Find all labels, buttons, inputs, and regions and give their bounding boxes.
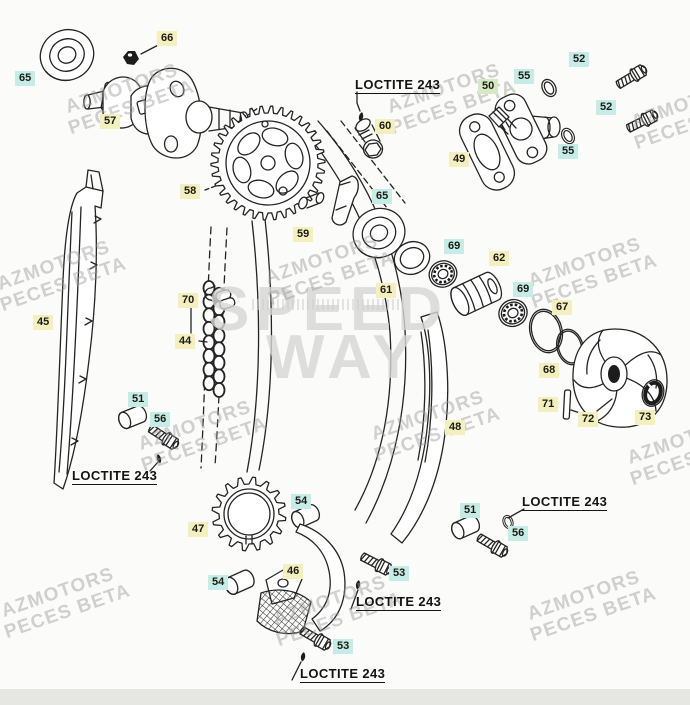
part-73-seal [641, 379, 665, 407]
part-46-cover [256, 523, 346, 635]
part-label-51-25[interactable]: 51 [128, 392, 149, 407]
part-label-68-18[interactable]: 68 [539, 363, 560, 378]
part-label-69-16[interactable]: 69 [513, 282, 534, 297]
part-60-bolt [354, 91, 384, 159]
part-label-51-32[interactable]: 51 [460, 503, 481, 518]
part-label-58-3[interactable]: 58 [180, 184, 201, 199]
part-49-gasket [458, 113, 516, 191]
part-label-53-35[interactable]: 53 [333, 639, 354, 654]
part-45-chain-guide [53, 169, 104, 490]
leader-loctite-2 [149, 461, 159, 472]
part-52-bolt-2 [623, 107, 661, 136]
part-label-73-21[interactable]: 73 [635, 410, 656, 425]
part-label-61-15[interactable]: 61 [376, 283, 397, 298]
part-label-52-9[interactable]: 52 [569, 52, 590, 67]
part-67-oring [528, 308, 564, 354]
part-label-65-0[interactable]: 65 [15, 71, 36, 86]
part-48-chain-guide [390, 311, 449, 544]
part-label-62-14[interactable]: 62 [489, 251, 510, 266]
leader-loctite-5 [291, 661, 302, 681]
part-71-pin [562, 389, 572, 420]
part-label-56-26[interactable]: 56 [150, 412, 171, 427]
part-label-48-31[interactable]: 48 [445, 420, 466, 435]
part-label-45-22[interactable]: 45 [33, 315, 54, 330]
part-label-47-27[interactable]: 47 [188, 522, 209, 537]
part-label-49-6[interactable]: 49 [449, 152, 470, 167]
loctite-note-1: LOCTITE 243 [355, 77, 441, 94]
part-56-bolt-right [474, 530, 511, 561]
part-label-71-19[interactable]: 71 [538, 397, 559, 412]
part-47-crank-sprocket [211, 476, 287, 552]
leader-loctite-4 [350, 589, 359, 610]
part-label-56-33[interactable]: 56 [508, 526, 529, 541]
part-label-55-8[interactable]: 55 [514, 69, 535, 84]
loctite-note-2: LOCTITE 243 [72, 468, 158, 485]
part-label-69-13[interactable]: 69 [444, 239, 465, 254]
part-52-bolt-1 [613, 61, 650, 93]
loctite-note-5: LOCTITE 243 [300, 666, 386, 683]
part-58-cam-sprocket [210, 105, 326, 221]
part-label-52-10[interactable]: 52 [596, 100, 617, 115]
part-label-57-2[interactable]: 57 [100, 114, 121, 129]
loctite-note-4: LOCTITE 243 [356, 594, 442, 611]
loctite-drop-2 [355, 579, 361, 590]
part-label-65-12[interactable]: 65 [372, 189, 393, 204]
loctite-drop-1 [155, 453, 163, 464]
part-label-44-24[interactable]: 44 [175, 334, 196, 349]
footer-strip [0, 689, 690, 705]
loctite-drop-3 [300, 651, 306, 662]
part-label-60-5[interactable]: 60 [375, 119, 396, 134]
part-70-master-link [190, 285, 236, 343]
part-69-bearing-2 [493, 293, 533, 333]
part-label-54-28[interactable]: 54 [291, 494, 312, 509]
loctite-note-3: LOCTITE 243 [522, 494, 608, 511]
part-label-70-23[interactable]: 70 [178, 293, 199, 308]
part-label-67-17[interactable]: 67 [552, 300, 573, 315]
leader-loctite-3 [507, 508, 525, 519]
part-label-72-20[interactable]: 72 [578, 412, 599, 427]
part-label-53-34[interactable]: 53 [389, 566, 410, 581]
part-51-spacer-left [115, 403, 150, 431]
part-44-chain [202, 280, 226, 398]
part-label-50-7[interactable]: 50 [478, 79, 499, 94]
part-59-bracket [298, 175, 359, 226]
part-65-bearing-top [31, 20, 103, 90]
part-61-seal [393, 240, 431, 276]
part-50-tensioner [488, 93, 561, 165]
part-label-55-11[interactable]: 55 [558, 144, 579, 159]
part-62-roller [450, 271, 503, 317]
part-label-59-4[interactable]: 59 [293, 227, 314, 242]
part-label-54-30[interactable]: 54 [208, 575, 229, 590]
halftone-strip [252, 299, 407, 310]
part-label-46-29[interactable]: 46 [283, 564, 304, 579]
part-55-oring-1 [538, 76, 560, 100]
part-label-66-1[interactable]: 66 [157, 31, 178, 46]
part-53-bolt-2 [297, 623, 334, 654]
part-55-oring-2 [558, 125, 578, 147]
